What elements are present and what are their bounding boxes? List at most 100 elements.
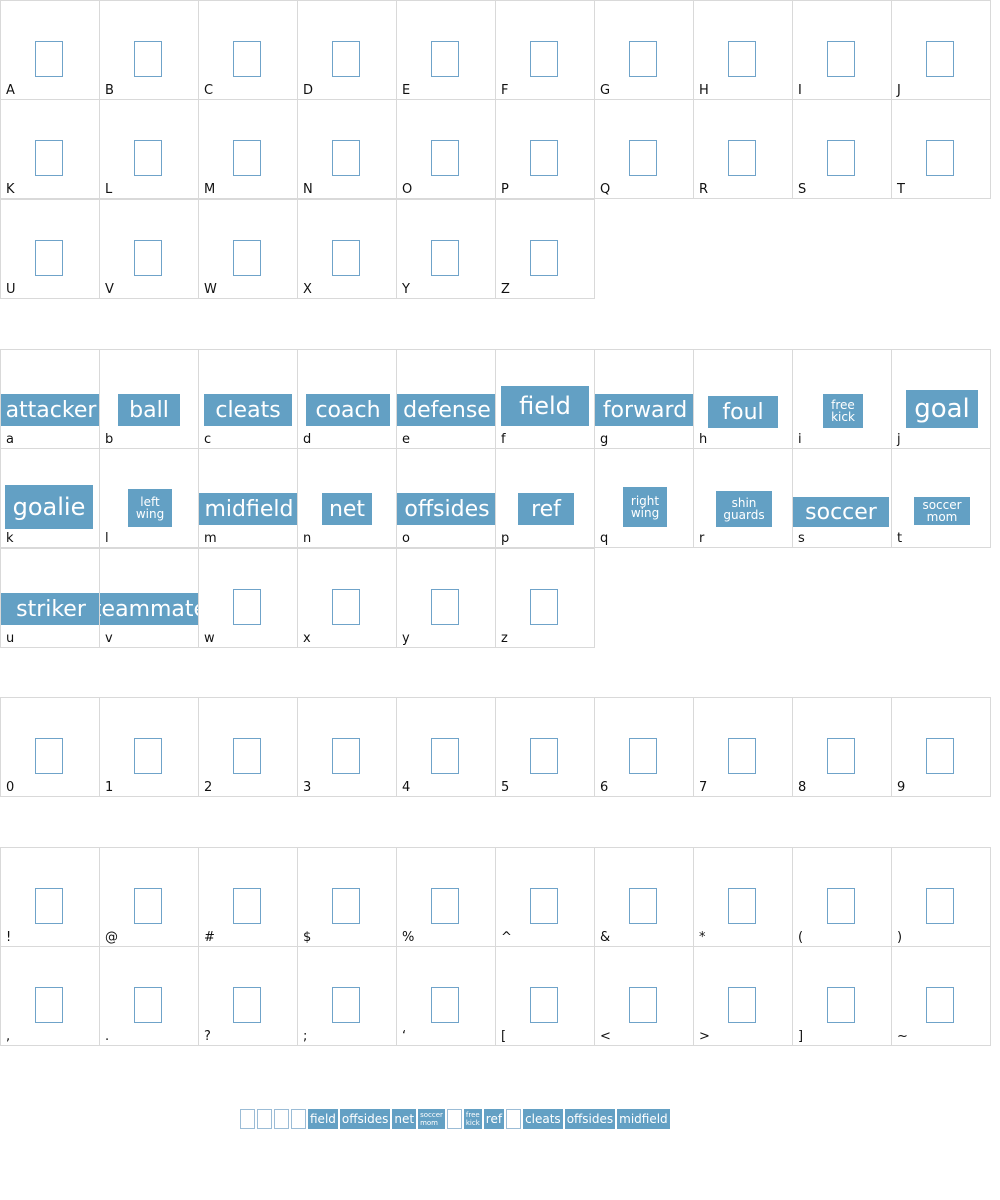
glyph-char-label: W xyxy=(204,282,217,297)
glyph-char-label: U xyxy=(6,282,16,297)
glyph-cell: 9 xyxy=(891,697,991,797)
glyph-char-label: ; xyxy=(303,1029,308,1044)
glyph-word: striker xyxy=(1,593,101,625)
glyph-char-label: m xyxy=(204,531,217,546)
glyph-cell: G xyxy=(594,0,694,100)
missing-glyph-box xyxy=(240,1109,255,1129)
glyph-cell: < xyxy=(594,946,694,1046)
glyph-word: net xyxy=(322,493,372,525)
symbols-grid: !@#$%^&*(),.?;‘[<>]~ xyxy=(0,847,1000,1047)
glyph-cell: N xyxy=(297,99,397,199)
glyph-char-label: T xyxy=(897,182,905,197)
missing-glyph-box xyxy=(274,1109,289,1129)
glyph-char-label: E xyxy=(402,83,411,98)
sample-glyph-word: net xyxy=(392,1109,417,1129)
glyph-char-label: $ xyxy=(303,930,312,945)
glyph-char-label: v xyxy=(105,631,113,646)
glyph-char-label: < xyxy=(600,1029,611,1044)
glyph-char-label: > xyxy=(699,1029,710,1044)
missing-glyph-box xyxy=(926,987,954,1023)
glyph-char-label: 2 xyxy=(204,780,213,795)
missing-glyph-box xyxy=(530,140,558,176)
missing-glyph-box xyxy=(728,738,756,774)
glyph-char-label: S xyxy=(798,182,807,197)
missing-glyph-box xyxy=(233,589,261,625)
glyph-cell: ? xyxy=(198,946,298,1046)
missing-glyph-box xyxy=(257,1109,272,1129)
glyph-cell: Q xyxy=(594,99,694,199)
glyph-cell: a attacker xyxy=(0,349,101,449)
glyph-word-line: guards xyxy=(723,508,765,522)
glyph-cell: Z xyxy=(495,199,595,299)
glyph-cell: ! xyxy=(0,847,100,947)
glyph-cell: H xyxy=(693,0,793,100)
glyph-cell: ^ xyxy=(495,847,595,947)
missing-glyph-box xyxy=(530,987,558,1023)
missing-glyph-box xyxy=(926,41,954,77)
glyph-char-label: @ xyxy=(105,930,118,945)
glyph-char-label: 8 xyxy=(798,780,807,795)
glyph-cell: ) xyxy=(891,847,991,947)
missing-glyph-box xyxy=(629,41,657,77)
glyph-word-line: wing xyxy=(135,507,165,521)
glyph-char-label: 4 xyxy=(402,780,411,795)
glyph-char-label: d xyxy=(303,432,312,447)
glyph-cell: 5 xyxy=(495,697,595,797)
glyph-char-label: ( xyxy=(798,930,804,945)
glyph-char-label: & xyxy=(600,930,611,945)
glyph-cell: 7 xyxy=(693,697,793,797)
glyph-cell: * xyxy=(693,847,793,947)
glyph-word: cleats xyxy=(204,394,292,426)
glyph-char-label: ? xyxy=(204,1029,211,1044)
glyph-word-line: left xyxy=(140,495,160,509)
glyph-cell: w xyxy=(198,548,298,648)
glyph-cell: X xyxy=(297,199,397,299)
glyph-char-label: j xyxy=(897,432,901,447)
glyph-char-label: 1 xyxy=(105,780,114,795)
glyph-cell: Y xyxy=(396,199,496,299)
glyph-char-label: ‘ xyxy=(402,1029,407,1044)
glyph-cell: E xyxy=(396,0,496,100)
missing-glyph-box xyxy=(134,987,162,1023)
glyph-word: teammate xyxy=(100,593,200,625)
glyph-char-label: Q xyxy=(600,182,611,197)
glyph-char-label: a xyxy=(6,432,14,447)
glyph-cell: S xyxy=(792,99,892,199)
glyph-cell: P xyxy=(495,99,595,199)
glyph-cell: R xyxy=(693,99,793,199)
glyph-char-label: t xyxy=(897,531,903,546)
missing-glyph-box xyxy=(134,41,162,77)
glyph-char-label: % xyxy=(402,930,415,945)
glyph-word-line: right xyxy=(630,494,660,508)
glyph-cell: 6 xyxy=(594,697,694,797)
glyph-cell: U xyxy=(0,199,100,299)
glyph-word: attacker xyxy=(1,394,101,426)
glyph-cell: 0 xyxy=(0,697,100,797)
glyph-char-label: k xyxy=(6,531,14,546)
glyph-char-label: ~ xyxy=(897,1029,908,1044)
missing-glyph-box xyxy=(827,738,855,774)
missing-glyph-box xyxy=(35,738,63,774)
glyph-char-label: F xyxy=(501,83,509,98)
glyph-word-line: soccer xyxy=(922,498,962,512)
glyph-char-label: 5 xyxy=(501,780,510,795)
missing-glyph-box xyxy=(506,1109,522,1129)
glyph-cell: . xyxy=(99,946,199,1046)
glyph-char-label: R xyxy=(699,182,709,197)
glyph-char-label: B xyxy=(105,83,114,98)
glyph-cell: 4 xyxy=(396,697,496,797)
missing-glyph-box xyxy=(134,140,162,176)
missing-glyph-box xyxy=(233,738,261,774)
missing-glyph-box xyxy=(728,41,756,77)
glyph-char-label: K xyxy=(6,182,15,197)
